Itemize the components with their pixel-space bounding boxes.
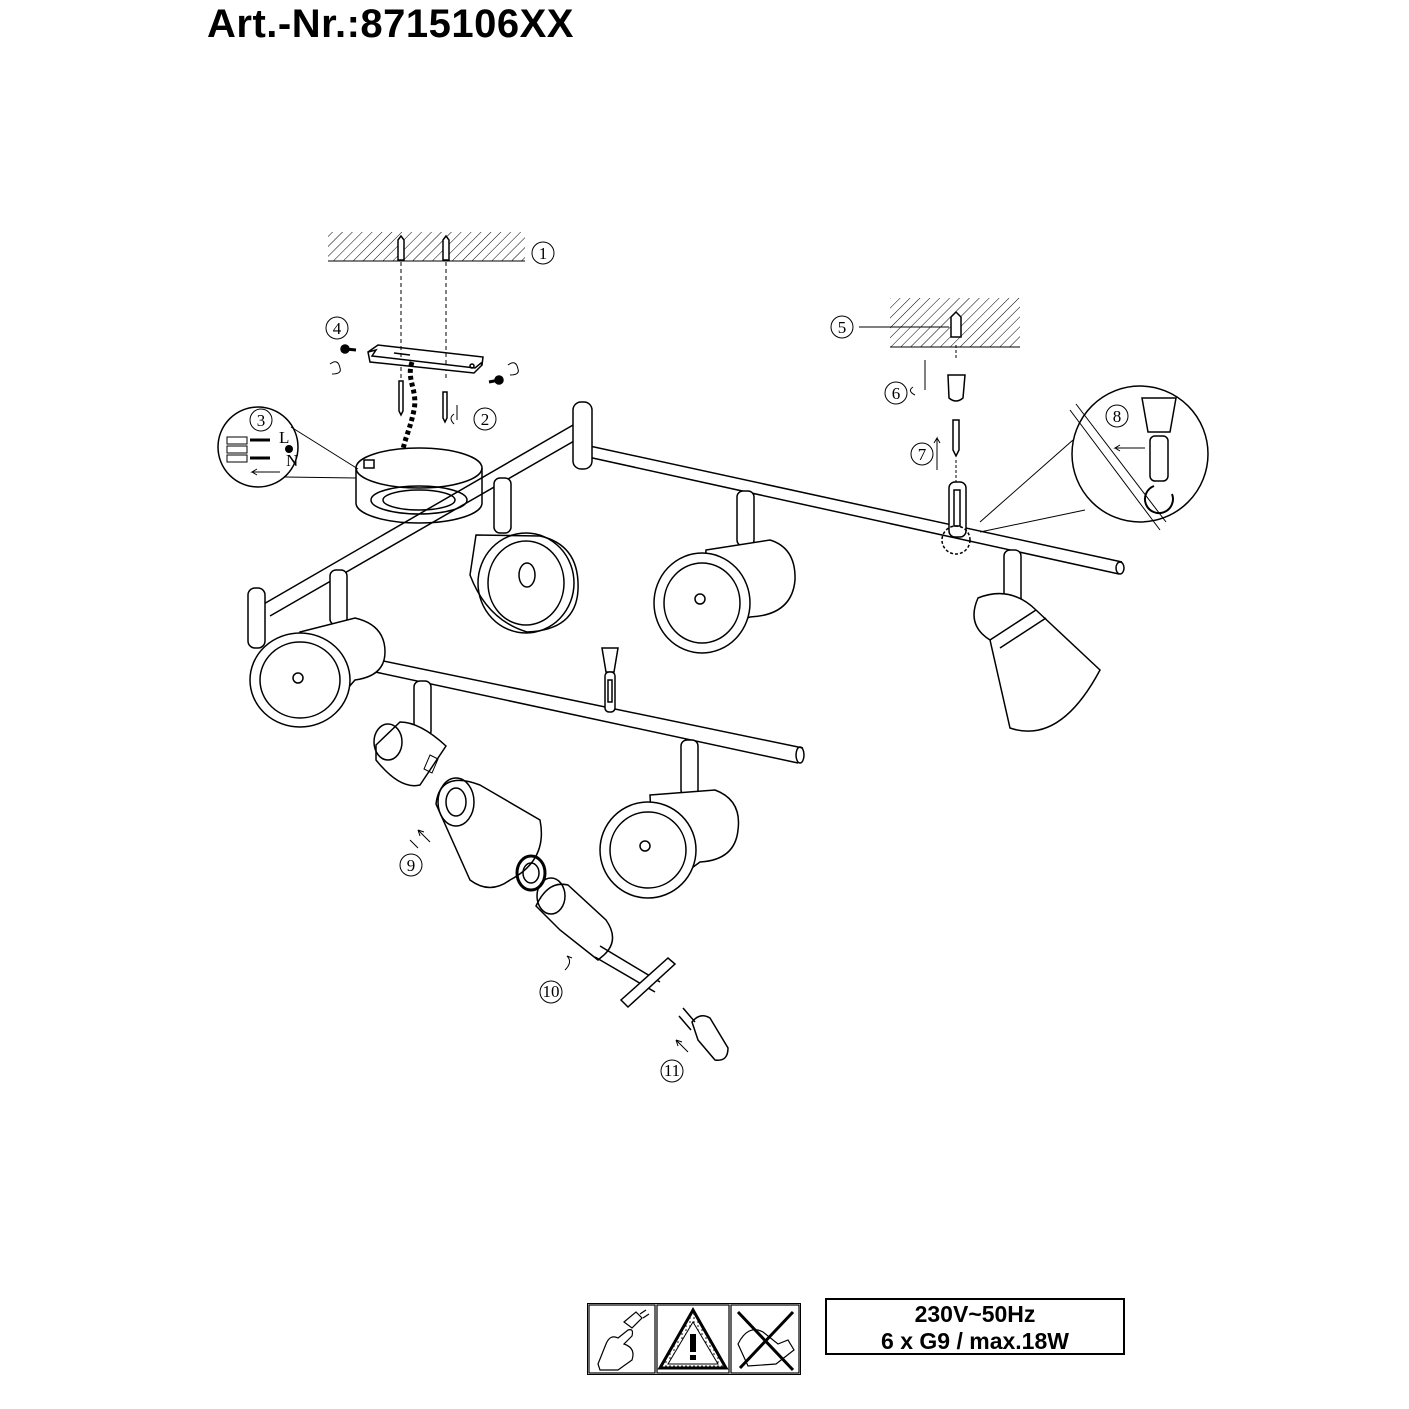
canopy <box>355 447 483 524</box>
rail-end-cap <box>247 587 266 649</box>
article-number: Art.-Nr.:8715106XX <box>207 2 574 46</box>
wiring-detail <box>217 406 359 488</box>
hand-plug-icon <box>588 1304 656 1374</box>
svg-text:11: 11 <box>664 1061 680 1080</box>
step-numbers: 1 2 3 4 5 6 7 8 9 10 11 <box>249 241 1129 1083</box>
rotate-arrow-icon <box>329 360 926 425</box>
electrical-specs: 230V~50Hz 6 x G9 / max.18W <box>825 1298 1125 1355</box>
label-live: L <box>279 428 289 447</box>
step-label: 3 <box>249 408 273 432</box>
warning-triangle-icon <box>656 1304 730 1374</box>
mounting-bracket <box>367 344 484 374</box>
svg-text:4: 4 <box>333 319 342 338</box>
svg-text:7: 7 <box>918 445 927 464</box>
step-label: 2 <box>473 407 497 431</box>
svg-text:2: 2 <box>481 410 490 429</box>
spotlight <box>599 739 740 899</box>
voltage-spec: 230V~50Hz <box>914 1301 1036 1327</box>
glass-shade <box>435 777 543 889</box>
warning-icons <box>587 1303 801 1375</box>
g9-bulb <box>678 1007 729 1061</box>
step-label: 6 <box>884 381 908 405</box>
step-label: 10 <box>539 980 563 1004</box>
spotlight <box>469 477 579 634</box>
spotlight <box>653 490 796 654</box>
svg-text:5: 5 <box>838 318 847 337</box>
support-rod <box>941 481 971 555</box>
spot-holder <box>373 680 447 787</box>
support-cap <box>947 374 966 402</box>
spotlight <box>973 549 1101 732</box>
step-label: 8 <box>1105 404 1129 428</box>
power-cable <box>399 361 418 456</box>
svg-text:10: 10 <box>543 982 560 1001</box>
socket-arm <box>535 877 677 1009</box>
step-label: 5 <box>830 315 854 339</box>
step-label: 11 <box>660 1059 684 1083</box>
step-label: 4 <box>325 316 349 340</box>
label-neutral: N <box>286 451 298 470</box>
svg-text:3: 3 <box>257 411 266 430</box>
rail-joint <box>572 401 593 470</box>
svg-text:1: 1 <box>539 244 548 263</box>
ceiling-block-left <box>328 232 525 262</box>
warning-icon-strip <box>588 1304 800 1374</box>
support-detail <box>979 385 1209 533</box>
no-wet-hands-icon <box>730 1304 800 1374</box>
spotlight <box>249 569 386 728</box>
screw-icon <box>340 344 504 424</box>
step-label: 1 <box>531 241 555 265</box>
lock-ring <box>515 854 547 892</box>
svg-text:6: 6 <box>892 384 901 403</box>
step-label: 7 <box>910 442 934 466</box>
rail-clip <box>601 647 619 713</box>
rail-lower <box>365 657 805 764</box>
screw-icon <box>952 419 960 458</box>
rail-upper <box>261 420 1125 617</box>
bulb-spec: 6 x G9 / max.18W <box>881 1328 1069 1354</box>
svg-text:8: 8 <box>1113 407 1122 426</box>
svg-text:9: 9 <box>407 856 416 875</box>
step-label: 9 <box>399 853 423 877</box>
wall-plug-icon <box>950 310 962 338</box>
